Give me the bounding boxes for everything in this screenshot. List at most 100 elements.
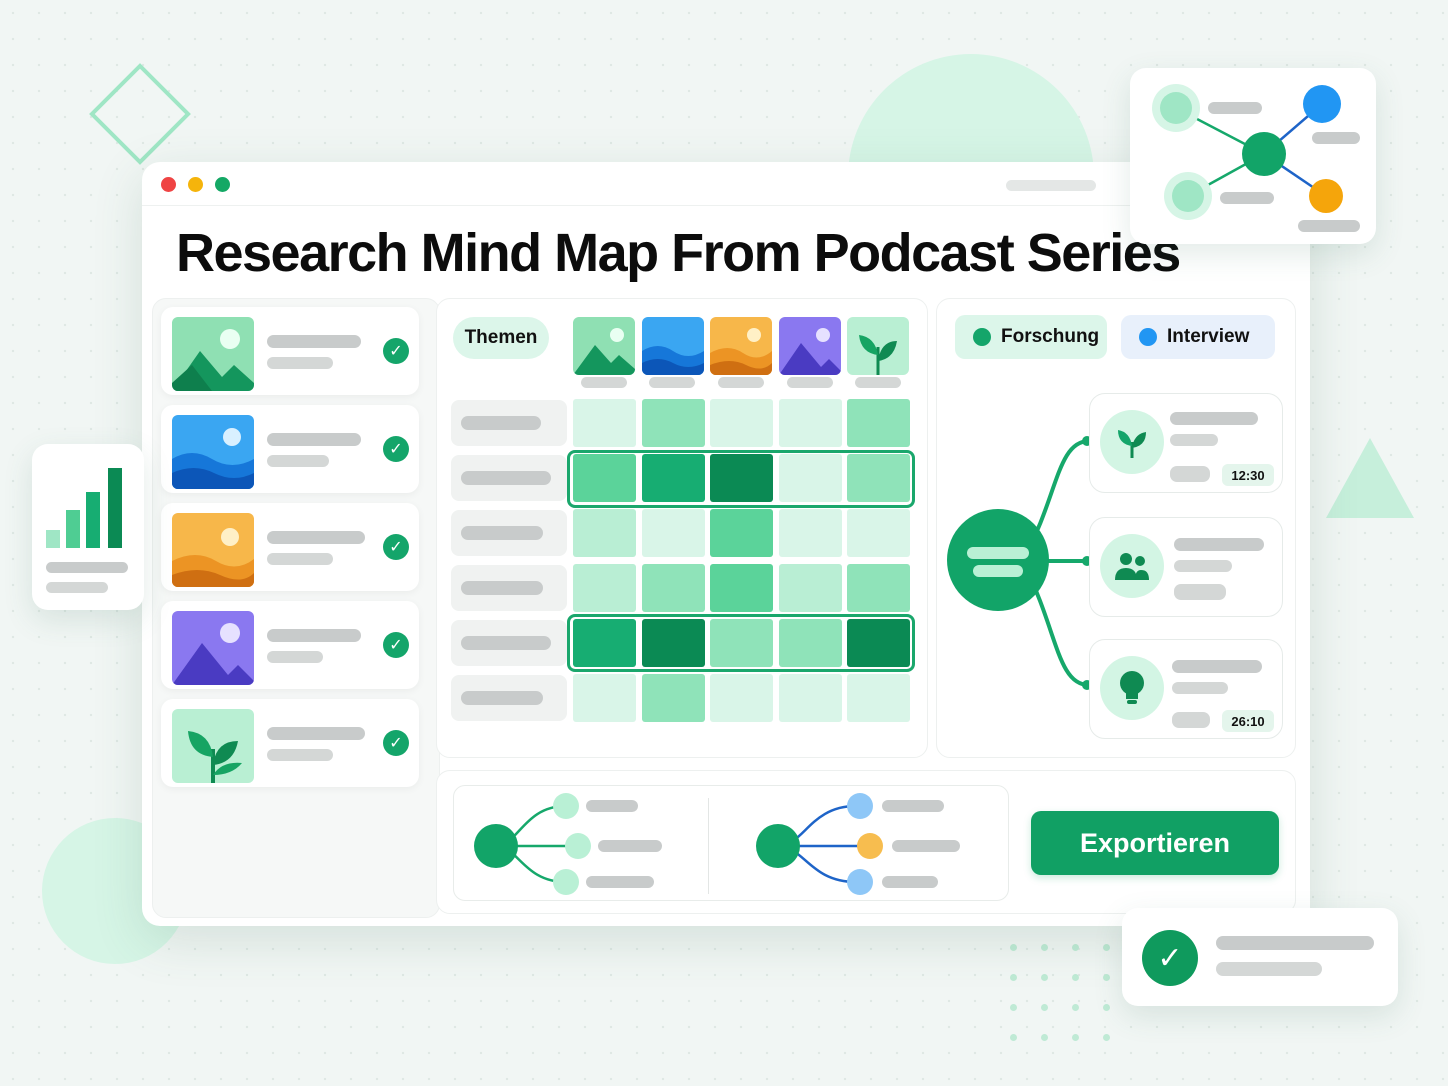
node-card-leaf[interactable]: 12:30: [1089, 393, 1283, 493]
episode-item[interactable]: ✓: [161, 307, 419, 395]
success-check-icon: ✓: [1142, 930, 1198, 986]
matrix-cell[interactable]: [710, 454, 773, 502]
check-icon: ✓: [383, 338, 409, 364]
matrix-cell[interactable]: [641, 619, 705, 667]
episode-item[interactable]: ✓: [161, 503, 419, 591]
row-highlight-1: [567, 450, 915, 508]
matrix-cell[interactable]: [641, 509, 705, 557]
row-label[interactable]: [451, 455, 567, 501]
matrix-cell[interactable]: [847, 509, 910, 557]
app-window: Research Mind Map From Podcast Series ✓ …: [142, 162, 1310, 926]
matrix-cell[interactable]: [710, 399, 773, 447]
node-meta-placeholder: [1172, 682, 1228, 694]
column-label-placeholder: [649, 377, 695, 388]
lightbulb-icon: [1100, 656, 1164, 720]
check-icon: ✓: [383, 730, 409, 756]
matrix-cell[interactable]: [641, 674, 705, 722]
matrix-cell[interactable]: [573, 399, 636, 447]
episode-item[interactable]: ✓: [161, 405, 419, 493]
export-button[interactable]: Exportieren: [1031, 811, 1279, 875]
layout-preview-blue-icon[interactable]: [734, 786, 1004, 902]
column-plant-icon[interactable]: [847, 317, 909, 375]
stats-card: [32, 444, 144, 610]
matrix-cell[interactable]: [573, 619, 636, 667]
decor-dot-grid: [1010, 944, 1111, 1041]
sunset-thumbnail-icon: [172, 513, 254, 587]
node-card-users[interactable]: [1089, 517, 1283, 617]
stats-label-placeholder: [46, 582, 108, 593]
column-mountain-icon[interactable]: [779, 317, 841, 375]
episode-meta-placeholder: [267, 455, 329, 467]
matrix-cell[interactable]: [778, 454, 842, 502]
matrix-cell[interactable]: [847, 674, 910, 722]
node-time-badge: 12:30: [1222, 464, 1274, 486]
legend-interview[interactable]: Interview: [1121, 315, 1275, 359]
plant-thumbnail-icon: [172, 709, 254, 783]
matrix-cell[interactable]: [641, 399, 705, 447]
node-card-lightbulb[interactable]: 26:10: [1089, 639, 1283, 739]
node-meta-placeholder: [1174, 584, 1226, 600]
legend-forschung[interactable]: Forschung: [955, 315, 1107, 359]
window-maximize-dot[interactable]: [215, 177, 230, 192]
matrix-cell[interactable]: [778, 509, 842, 557]
window-minimize-dot[interactable]: [188, 177, 203, 192]
check-icon: ✓: [383, 632, 409, 658]
matrix-cell[interactable]: [710, 674, 773, 722]
layout-preview-green-icon[interactable]: [454, 786, 724, 902]
matrix-cell[interactable]: [710, 509, 773, 557]
matrix-cell[interactable]: [778, 674, 842, 722]
node-title-placeholder: [1170, 412, 1258, 425]
matrix-cell[interactable]: [847, 399, 910, 447]
episode-title-placeholder: [267, 629, 361, 642]
bar-chart-icon: [46, 468, 122, 548]
row-label[interactable]: [451, 400, 567, 446]
leaf-icon: [1100, 410, 1164, 474]
window-close-dot[interactable]: [161, 177, 176, 192]
success-toast: ✓: [1122, 908, 1398, 1006]
episode-title-placeholder: [267, 433, 361, 446]
row-label[interactable]: [451, 510, 567, 556]
legend-interview-label: Interview: [1167, 326, 1250, 347]
central-topic-node[interactable]: [947, 509, 1049, 611]
mountain-thumbnail-icon: [172, 611, 254, 685]
column-label-placeholder: [581, 377, 627, 388]
matrix-cell[interactable]: [847, 619, 910, 667]
matrix-cell[interactable]: [641, 454, 705, 502]
row-label[interactable]: [451, 620, 567, 666]
column-landscape-icon[interactable]: [573, 317, 635, 375]
episode-item[interactable]: ✓: [161, 601, 419, 689]
matrix-cell[interactable]: [573, 509, 636, 557]
matrix-cell[interactable]: [573, 674, 636, 722]
matrix-cell[interactable]: [641, 564, 705, 612]
column-waves-icon[interactable]: [642, 317, 704, 375]
network-card: [1130, 68, 1376, 244]
column-sunset-icon[interactable]: [710, 317, 772, 375]
themen-chip[interactable]: Themen: [453, 317, 549, 359]
matrix-cell[interactable]: [778, 619, 842, 667]
network-graph-icon: [1152, 84, 1360, 232]
row-label[interactable]: [451, 565, 567, 611]
episode-item[interactable]: ✓: [161, 699, 419, 787]
decor-triangle: [1326, 438, 1414, 518]
page-title: Research Mind Map From Podcast Series: [176, 223, 1181, 283]
row-label[interactable]: [451, 675, 567, 721]
matrix-cell[interactable]: [710, 564, 773, 612]
toast-title-placeholder: [1216, 936, 1374, 950]
episode-meta-placeholder: [267, 749, 333, 761]
column-label-placeholder: [855, 377, 901, 388]
column-label-placeholder: [718, 377, 764, 388]
node-meta-placeholder: [1172, 712, 1210, 728]
episode-meta-placeholder: [267, 357, 333, 369]
matrix-cell[interactable]: [573, 564, 636, 612]
layout-options-panel: Exportieren: [436, 770, 1296, 914]
matrix-cell[interactable]: [573, 454, 636, 502]
matrix-cell[interactable]: [847, 564, 910, 612]
episode-title-placeholder: [267, 335, 361, 348]
matrix-cell[interactable]: [778, 564, 842, 612]
check-icon: ✓: [383, 534, 409, 560]
node-meta-placeholder: [1170, 434, 1218, 446]
episode-title-placeholder: [267, 727, 365, 740]
matrix-cell[interactable]: [710, 619, 773, 667]
matrix-cell[interactable]: [847, 454, 910, 502]
matrix-cell[interactable]: [778, 399, 842, 447]
